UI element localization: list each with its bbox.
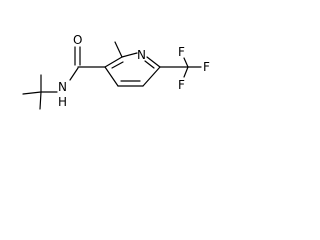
bond-c2-methyl	[114, 41, 123, 58]
atom-amide-hydrogen: H	[58, 95, 67, 109]
bond-c6-c5	[142, 66, 161, 87]
bond-carbonyl-n	[69, 67, 79, 81]
bond-c3-c2	[104, 56, 123, 68]
bond-c2-n1	[121, 52, 138, 58]
atom-labels: O N H N F F F	[58, 33, 210, 109]
bond-c4-c3	[104, 66, 119, 87]
bond-c3-c2-inner	[111, 61, 124, 69]
atom-amide-nitrogen: N	[58, 80, 67, 94]
bonds	[22, 41, 202, 110]
bond-n1-c6	[146, 56, 161, 68]
bond-cf3-f-bottom	[183, 66, 189, 78]
bond-c6-n1-inner	[144, 60, 155, 69]
atom-fluorine-top: F	[178, 45, 185, 59]
structure-canvas: O N H N F F F	[0, 0, 241, 127]
bond-cf3-f-top	[183, 57, 189, 68]
atom-oxygen: O	[73, 33, 82, 47]
bond-tbu-down	[39, 91, 42, 110]
atom-fluorine-right: F	[203, 60, 210, 74]
molecule-structure: O N H N F F F	[22, 33, 210, 110]
atom-fluorine-bottom: F	[178, 78, 185, 92]
atom-ring-nitrogen: N	[137, 48, 146, 62]
bond-tbu-left	[22, 91, 42, 95]
